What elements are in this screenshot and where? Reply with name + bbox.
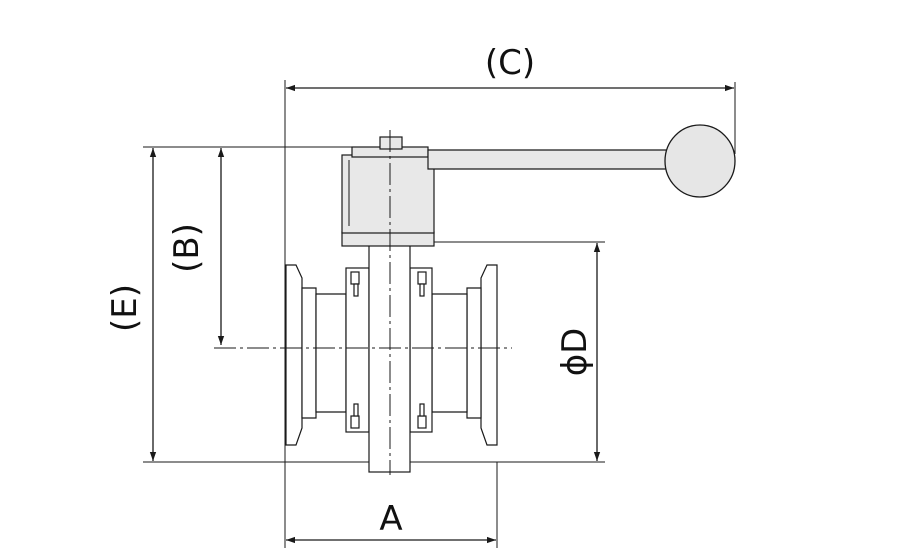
right-ferrule-body	[431, 293, 468, 413]
actuator-stem-top	[379, 136, 403, 150]
right-clamp-flange	[480, 264, 498, 446]
dimension-a-label: A	[379, 499, 402, 539]
actuator-base-plate	[341, 231, 435, 247]
center-lines	[214, 130, 512, 475]
handle-lever	[427, 149, 669, 170]
handle-knob	[664, 124, 736, 198]
valve-actuator	[341, 124, 736, 247]
bolt-shank-top-right	[419, 283, 425, 297]
bolt-top-left	[350, 271, 360, 285]
dimension-e-label: (E)	[105, 284, 145, 332]
left-clamp-flange	[285, 264, 303, 446]
actuator-housing	[341, 154, 435, 234]
bolt-bottom-left	[350, 415, 360, 429]
right-ferrule-neck	[466, 287, 482, 419]
flange-bolts	[350, 271, 427, 429]
bolt-shank-bottom-left	[353, 403, 359, 417]
left-ferrule-body	[315, 293, 347, 413]
dimension-b-label: (B)	[167, 223, 207, 273]
dimension-c-label: (C)	[485, 43, 535, 83]
bolt-bottom-right	[417, 415, 427, 429]
left-ferrule-neck	[301, 287, 317, 419]
bolt-shank-top-left	[353, 283, 359, 297]
bolt-shank-bottom-right	[419, 403, 425, 417]
dimension-d-label: ϕD	[555, 328, 595, 377]
bolt-top-right	[417, 271, 427, 285]
valve-body	[285, 239, 498, 473]
